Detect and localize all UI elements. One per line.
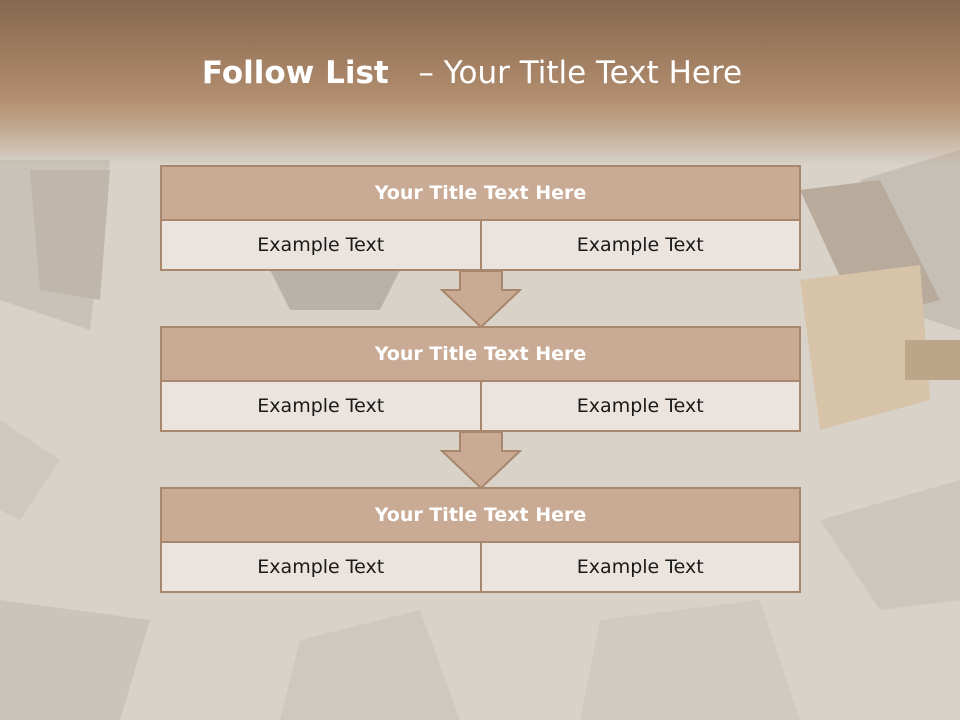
list-block-3: Your Title Text Here Example Text Exampl…: [160, 487, 801, 593]
list-block-2: Your Title Text Here Example Text Exampl…: [160, 326, 801, 432]
block-cell-left: Example Text: [160, 382, 482, 432]
block-cell-left: Example Text: [160, 543, 482, 593]
slide-title: Follow List – Your Title Text Here: [0, 55, 944, 91]
block-row: Example Text Example Text: [160, 382, 801, 432]
block-cell-right: Example Text: [481, 221, 801, 271]
block-title: Your Title Text Here: [160, 165, 801, 221]
block-title: Your Title Text Here: [160, 487, 801, 543]
down-arrow-icon: [440, 270, 522, 328]
block-title: Your Title Text Here: [160, 326, 801, 382]
slide-title-rest: – Your Title Text Here: [418, 55, 743, 91]
list-block-1: Your Title Text Here Example Text Exampl…: [160, 165, 801, 271]
block-cell-left: Example Text: [160, 221, 482, 271]
block-row: Example Text Example Text: [160, 221, 801, 271]
block-cell-right: Example Text: [481, 382, 801, 432]
header-band: [0, 0, 960, 165]
down-arrow-icon: [440, 431, 522, 489]
block-cell-right: Example Text: [481, 543, 801, 593]
slide-title-bold: Follow List: [201, 55, 389, 91]
slide-title-separator: [399, 55, 409, 91]
block-row: Example Text Example Text: [160, 543, 801, 593]
